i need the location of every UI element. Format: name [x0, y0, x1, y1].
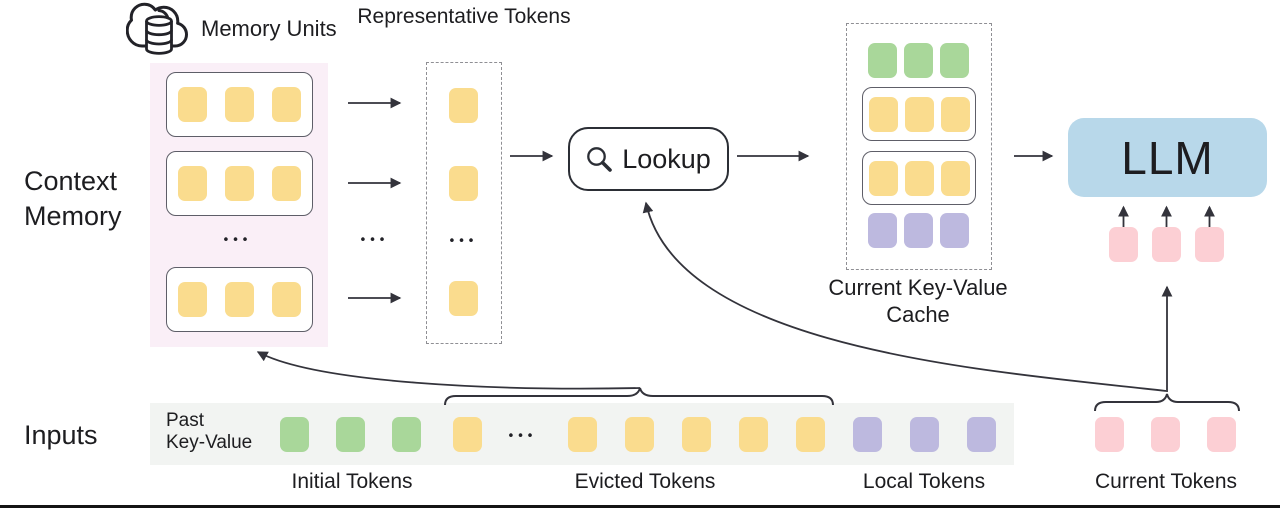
- token-yellow: [940, 96, 970, 132]
- kv-cache-row-initial: [868, 43, 969, 78]
- token-group-local: [853, 417, 996, 452]
- token-yellow: [225, 87, 254, 122]
- token-purple: [940, 213, 969, 248]
- llm-box: LLM: [1068, 118, 1267, 197]
- token-purple: [868, 213, 897, 248]
- token-yellow: [272, 282, 301, 317]
- token-yellow: [568, 417, 597, 452]
- representative-token: [449, 88, 478, 123]
- token-yellow: [449, 88, 478, 123]
- token-yellow: [739, 417, 768, 452]
- label-current-tokens: Current Tokens: [1094, 470, 1238, 493]
- memory-unit: [166, 267, 313, 332]
- token-green: [336, 417, 365, 452]
- token-green: [280, 417, 309, 452]
- token-pink: [1095, 417, 1124, 452]
- token-pink: [1151, 417, 1180, 452]
- kv-cache-row-local: [868, 213, 969, 248]
- representative-token: [449, 281, 478, 316]
- lookup-label: Lookup: [622, 143, 711, 174]
- label-evicted-tokens: Evicted Tokens: [574, 470, 716, 493]
- kv-cache-row-memory-unit: [862, 151, 976, 205]
- token-pink: [1152, 227, 1181, 262]
- figure-bottom-rule: [0, 505, 1280, 508]
- llm-input-tokens: [1109, 227, 1224, 262]
- flow-ellipsis: •••: [360, 231, 390, 247]
- token-green: [904, 43, 933, 78]
- inputs-ellipsis: •••: [508, 427, 538, 443]
- memory-unit: [166, 151, 313, 216]
- token-yellow: [178, 282, 207, 317]
- token-pink: [1109, 227, 1138, 262]
- token-yellow: [178, 166, 207, 201]
- token-yellow: [272, 166, 301, 201]
- token-pink: [1207, 417, 1236, 452]
- token-yellow: [225, 282, 254, 317]
- label-initial-tokens: Initial Tokens: [291, 470, 413, 493]
- arrow-evicted-tokens-to-memory: [256, 351, 641, 390]
- token-group-evicted-head: [453, 417, 482, 452]
- token-yellow: [272, 87, 301, 122]
- token-group-evicted-tail: [568, 417, 825, 452]
- token-green: [392, 417, 421, 452]
- token-yellow: [225, 166, 254, 201]
- token-yellow: [904, 96, 934, 132]
- token-pink: [1195, 227, 1224, 262]
- kv-cache-label: Current Key-Value Cache: [828, 275, 1008, 327]
- past-key-value-label: Past Key-Value: [166, 410, 253, 453]
- token-yellow: [178, 87, 207, 122]
- token-yellow: [449, 281, 478, 316]
- token-yellow: [868, 96, 898, 132]
- token-yellow: [868, 160, 898, 196]
- current-tokens-brace: [1094, 393, 1240, 412]
- token-yellow: [453, 417, 482, 452]
- kv-cache-row-memory-unit: [862, 87, 976, 141]
- kv-cache-box: [846, 23, 992, 270]
- token-yellow: [904, 160, 934, 196]
- memory-panel-ellipsis: •••: [223, 231, 253, 247]
- representative-token: [449, 166, 478, 201]
- token-group-initial: [280, 417, 421, 452]
- cloud-database-icon: [126, 1, 192, 59]
- representative-tokens-box: •••: [426, 62, 502, 344]
- token-yellow: [449, 166, 478, 201]
- memory-units-label: Memory Units: [201, 16, 337, 41]
- inputs-label: Inputs: [24, 420, 98, 450]
- token-green: [868, 43, 897, 78]
- token-purple: [853, 417, 882, 452]
- token-yellow: [796, 417, 825, 452]
- context-memory-label: Context Memory: [24, 166, 122, 231]
- lookup-button: Lookup: [568, 127, 729, 191]
- token-purple: [910, 417, 939, 452]
- token-green: [940, 43, 969, 78]
- token-yellow: [682, 417, 711, 452]
- search-icon: [586, 146, 613, 173]
- token-purple: [967, 417, 996, 452]
- representative-tokens-label: Representative Tokens: [357, 5, 571, 28]
- representative-ellipsis: •••: [449, 232, 479, 248]
- token-purple: [904, 213, 933, 248]
- memory-unit: [166, 72, 313, 137]
- llm-label: LLM: [1121, 131, 1214, 184]
- token-yellow: [940, 160, 970, 196]
- token-group-current: [1095, 417, 1236, 452]
- token-yellow: [625, 417, 654, 452]
- label-local-tokens: Local Tokens: [862, 470, 986, 493]
- memory-panel: •••: [150, 63, 328, 347]
